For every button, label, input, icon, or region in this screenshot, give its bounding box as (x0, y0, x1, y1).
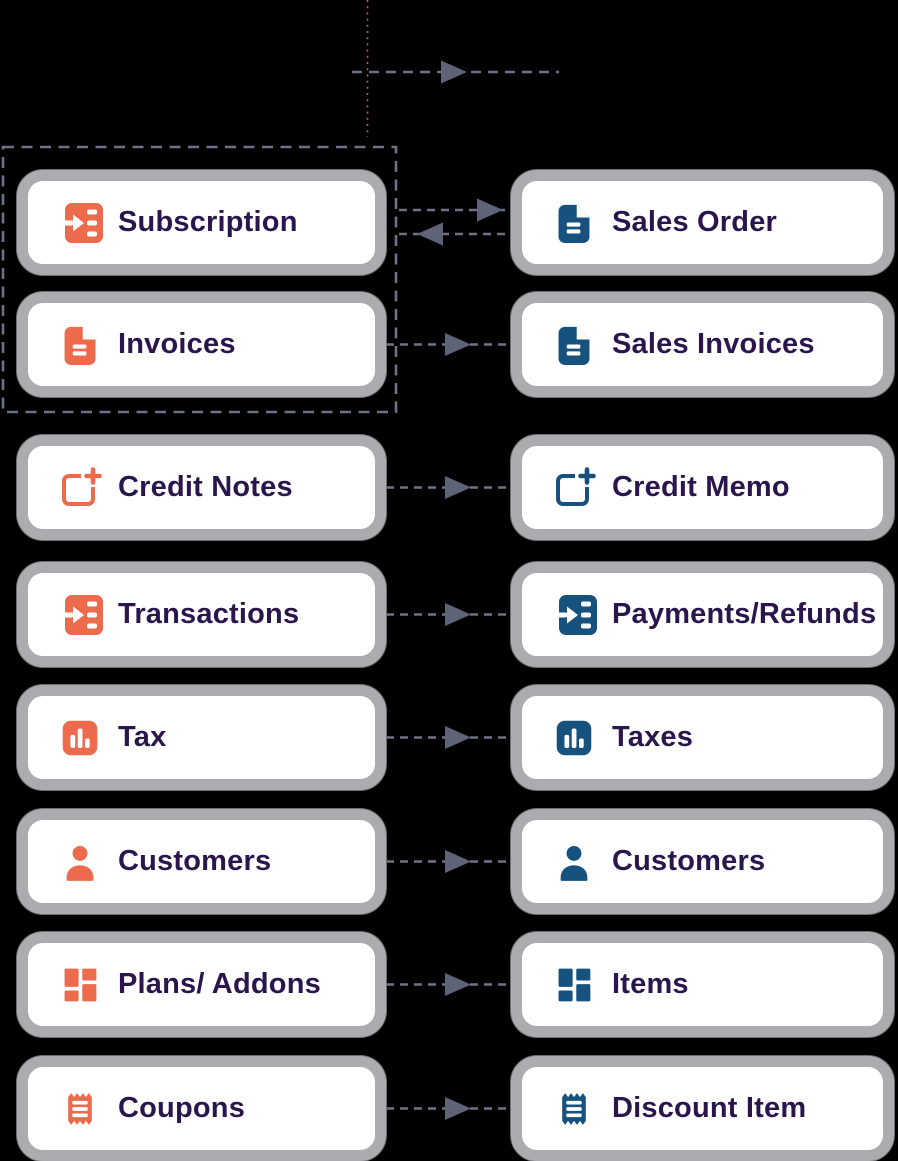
card-subscription-left: Subscription (17, 170, 386, 275)
card-label: Invoices (118, 328, 236, 360)
credit-note-plus-icon (550, 464, 598, 512)
card-sales-order-right: Sales Order (511, 170, 894, 275)
card-label: Sales Invoices (612, 328, 815, 360)
import-arrow-icon (550, 591, 598, 639)
card-customers-right: Customers (511, 809, 894, 914)
card-label: Payments/Refunds (612, 598, 877, 630)
import-arrow-icon (56, 591, 104, 639)
card-plans-addons-left: Plans/ Addons (17, 932, 386, 1037)
card-payments-refunds-right: Payments/Refunds (511, 562, 894, 667)
card-transactions-left: Transactions (17, 562, 386, 667)
grid-blocks-icon (56, 961, 104, 1009)
card-credit-notes-left: Credit Notes (17, 435, 386, 540)
coupon-icon (550, 1085, 598, 1133)
flow-arrow-right (386, 333, 511, 356)
card-items-right: Items (511, 932, 894, 1037)
card-sales-invoices-right: Sales Invoices (511, 292, 894, 397)
card-label: Customers (612, 845, 766, 877)
flow-arrow-right (386, 603, 511, 626)
flow-arrow-bidirectional (399, 198, 511, 246)
card-label: Tax (118, 721, 167, 753)
card-coupons-left: Coupons (17, 1056, 386, 1161)
card-label: Plans/ Addons (118, 968, 321, 1000)
card-label: Sales Order (612, 206, 778, 238)
document-icon (550, 199, 598, 247)
card-label: Transactions (118, 598, 300, 630)
card-tax-left: Tax (17, 685, 386, 790)
bar-chart-icon (550, 714, 598, 762)
card-taxes-right: Taxes (511, 685, 894, 790)
bar-chart-icon (56, 714, 104, 762)
top-flow-arrow (352, 60, 559, 84)
document-icon (56, 321, 104, 369)
flow-arrow-right (386, 850, 511, 873)
flow-arrow-right (386, 726, 511, 749)
document-icon (550, 321, 598, 369)
person-icon (550, 838, 598, 886)
card-label: Items (612, 968, 689, 1000)
coupon-icon (56, 1085, 104, 1133)
flow-arrow-right (386, 973, 511, 996)
card-credit-memo-right: Credit Memo (511, 435, 894, 540)
import-arrow-icon (56, 199, 104, 247)
card-customers-left: Customers (17, 809, 386, 914)
card-invoices-left: Invoices (17, 292, 386, 397)
card-discount-item-right: Discount Item (511, 1056, 894, 1161)
group-box (1, 145, 398, 414)
card-label: Taxes (612, 721, 694, 753)
card-label: Credit Memo (612, 471, 790, 503)
person-icon (56, 838, 104, 886)
card-label: Credit Notes (118, 471, 293, 503)
flow-arrow-right (386, 1097, 511, 1120)
credit-note-plus-icon (56, 464, 104, 512)
card-label: Discount Item (612, 1092, 807, 1124)
flow-arrow-right (386, 476, 511, 499)
card-label: Subscription (118, 206, 298, 238)
card-label: Customers (118, 845, 272, 877)
grid-blocks-icon (550, 961, 598, 1009)
card-label: Coupons (118, 1092, 246, 1124)
